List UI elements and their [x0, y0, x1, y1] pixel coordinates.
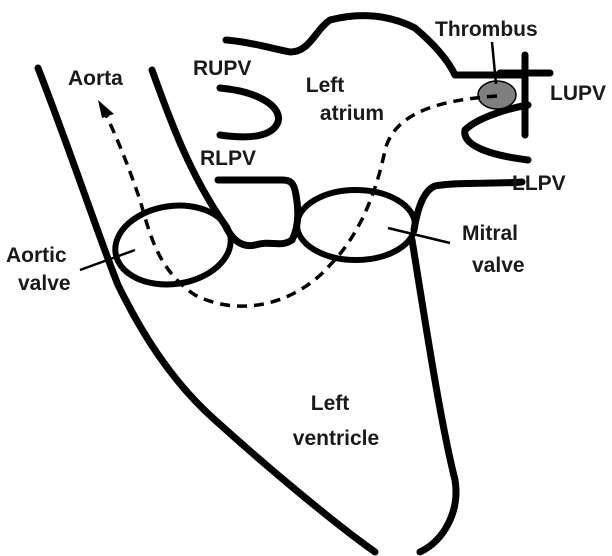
label-left-atrium-line2: atrium — [320, 102, 384, 125]
left-ventricle-right-wall — [412, 240, 456, 552]
aorta-left-wall — [38, 68, 375, 552]
label-aorta: Aorta — [68, 67, 123, 90]
label-left-atrium-line1: Left — [306, 74, 345, 97]
rupv-lower-wall — [220, 88, 279, 137]
mitral-valve-ring — [297, 190, 415, 260]
label-aortic-valve-line1: Aortic — [6, 244, 67, 267]
label-thrombus: Thrombus — [435, 18, 538, 41]
label-rupv: RUPV — [193, 57, 251, 80]
label-llpv: LLPV — [512, 172, 566, 195]
thrombus-mass — [478, 81, 516, 109]
blood-flow-arrowhead — [98, 100, 114, 118]
label-rlpv: RLPV — [200, 147, 256, 170]
label-mitral-valve-line2: valve — [472, 254, 525, 277]
label-lupv: LUPV — [550, 82, 606, 105]
mitral-valve-pointer — [388, 228, 450, 243]
label-left-ventricle-line2: ventricle — [293, 427, 379, 450]
label-aortic-valve-line2: valve — [18, 272, 71, 295]
blood-flow-path — [106, 96, 497, 306]
lupv-llpv-wall — [465, 105, 528, 160]
label-left-ventricle-line1: Left — [311, 392, 350, 415]
label-mitral-valve-line1: Mitral — [462, 222, 518, 245]
